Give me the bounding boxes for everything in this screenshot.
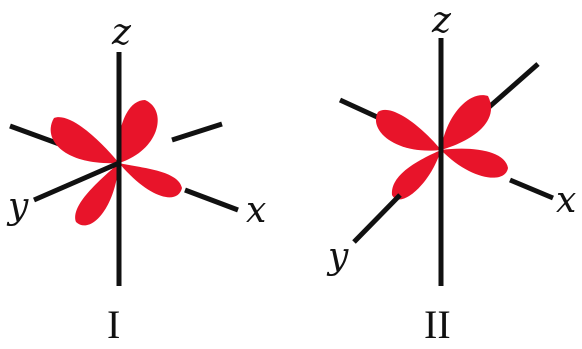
figure-2-lobes (375, 95, 508, 200)
figure-1-y-label: y (6, 186, 29, 227)
figure-1-y-axis (33, 160, 120, 203)
figure-1-lobe-upper-right (118, 100, 158, 163)
figure-1-lobe-lower-right (119, 163, 182, 198)
figure-1-z-label: z (111, 12, 132, 53)
figure-1-lobes (50, 100, 182, 226)
figure-1-label: I (107, 302, 120, 347)
figure-2-label: II (424, 302, 451, 347)
figure-2-back-right-line (486, 62, 540, 110)
figure-1-lobe-lower-left (75, 163, 119, 226)
figure-2-z-label: z (431, 0, 452, 41)
figure-1-back-left-line (9, 123, 63, 148)
figure-1-back-right-line (171, 121, 223, 143)
figure-2-lobe-lower-right (441, 148, 508, 178)
figure-2-lobe-upper-left (375, 109, 441, 151)
figure-2-lobe-upper-right (441, 95, 492, 150)
figure-2-x-axis (509, 177, 554, 201)
figure-2-x-label: x (556, 180, 576, 221)
figure-1-lobe-upper-left (50, 117, 119, 164)
figure-2-lobe-lower-left (391, 150, 441, 200)
figure-1-x-axis (184, 187, 239, 213)
figure-2-y-label: y (326, 236, 349, 277)
figure-2-y-axis (352, 193, 402, 244)
figure-1-x-label: x (246, 190, 266, 231)
figure-1: z y x I (6, 12, 266, 347)
figure-2: z y x II (326, 0, 576, 347)
